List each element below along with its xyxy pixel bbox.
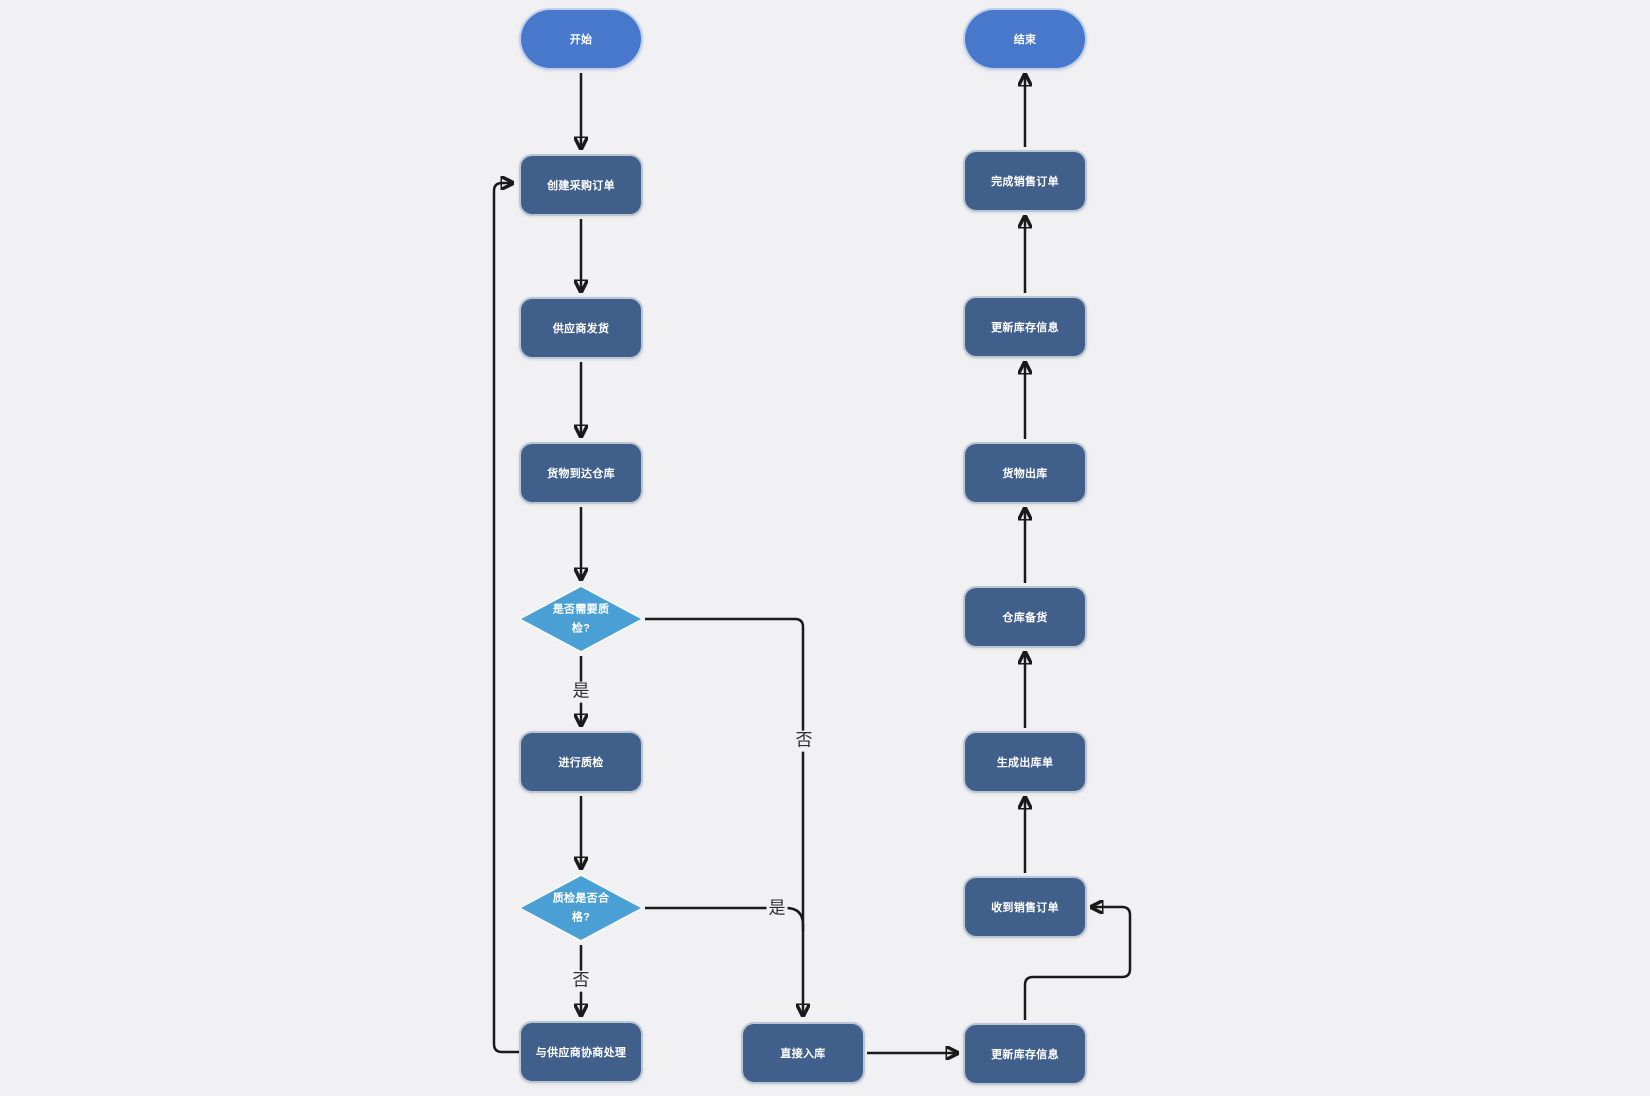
node-end: 结束 xyxy=(963,8,1087,70)
edge-label-qc-pass-yes: 是 xyxy=(766,898,788,920)
node-create-purchase-order-label: 创建采购订单 xyxy=(547,180,615,192)
edge-need-qc-no-to-direct-in xyxy=(645,617,803,1015)
edge-label-need-qc-yes: 是 xyxy=(570,681,592,703)
node-perform-qc: 进行质检 xyxy=(519,731,643,793)
node-warehouse-prepare-label: 仓库备货 xyxy=(1002,612,1048,624)
node-generate-outbound-order-label: 生成出库单 xyxy=(996,757,1054,769)
node-end-label: 结束 xyxy=(1013,34,1037,46)
node-negotiate-with-supplier: 与供应商协商处理 xyxy=(519,1021,643,1083)
node-need-qc-decision-label: 是否需要质检? xyxy=(552,603,610,634)
node-start-label: 开始 xyxy=(569,34,593,46)
node-supplier-ship-label: 供应商发货 xyxy=(552,323,610,335)
node-complete-sales-order: 完成销售订单 xyxy=(963,150,1087,212)
node-goods-arrive-warehouse: 货物到达仓库 xyxy=(519,442,643,504)
node-update-inventory-inbound: 更新库存信息 xyxy=(963,1023,1087,1085)
node-direct-inbound: 直接入库 xyxy=(741,1022,865,1084)
node-qc-pass-decision: 质检是否合格? xyxy=(519,874,643,942)
node-update-inventory-outbound-label: 更新库存信息 xyxy=(991,322,1059,334)
node-generate-outbound-order: 生成出库单 xyxy=(963,731,1087,793)
node-complete-sales-order-label: 完成销售订单 xyxy=(991,176,1059,188)
node-qc-pass-decision-label: 质检是否合格? xyxy=(552,892,610,923)
node-create-purchase-order: 创建采购订单 xyxy=(519,154,643,216)
node-start: 开始 xyxy=(519,8,643,70)
edge-negotiate-loop-to-create-po xyxy=(492,183,519,1054)
edge-update-inventory-loop-to-receive-order xyxy=(1023,907,1132,1020)
node-update-inventory-inbound-label: 更新库存信息 xyxy=(991,1049,1059,1061)
node-need-qc-decision: 是否需要质检? xyxy=(519,585,643,653)
node-receive-sales-order: 收到销售订单 xyxy=(963,876,1087,938)
node-update-inventory-outbound: 更新库存信息 xyxy=(963,296,1087,358)
node-negotiate-with-supplier-label: 与供应商协商处理 xyxy=(535,1047,627,1059)
node-warehouse-prepare: 仓库备货 xyxy=(963,586,1087,648)
node-goods-outbound-label: 货物出库 xyxy=(1002,468,1048,480)
edge-label-qc-pass-no: 否 xyxy=(570,970,592,992)
node-receive-sales-order-label: 收到销售订单 xyxy=(991,902,1059,914)
node-goods-outbound: 货物出库 xyxy=(963,442,1087,504)
edge-label-need-qc-no: 否 xyxy=(793,730,815,752)
node-supplier-ship: 供应商发货 xyxy=(519,297,643,359)
node-perform-qc-label: 进行质检 xyxy=(558,757,604,769)
node-direct-inbound-label: 直接入库 xyxy=(780,1048,826,1060)
node-goods-arrive-warehouse-label: 货物到达仓库 xyxy=(547,468,615,480)
